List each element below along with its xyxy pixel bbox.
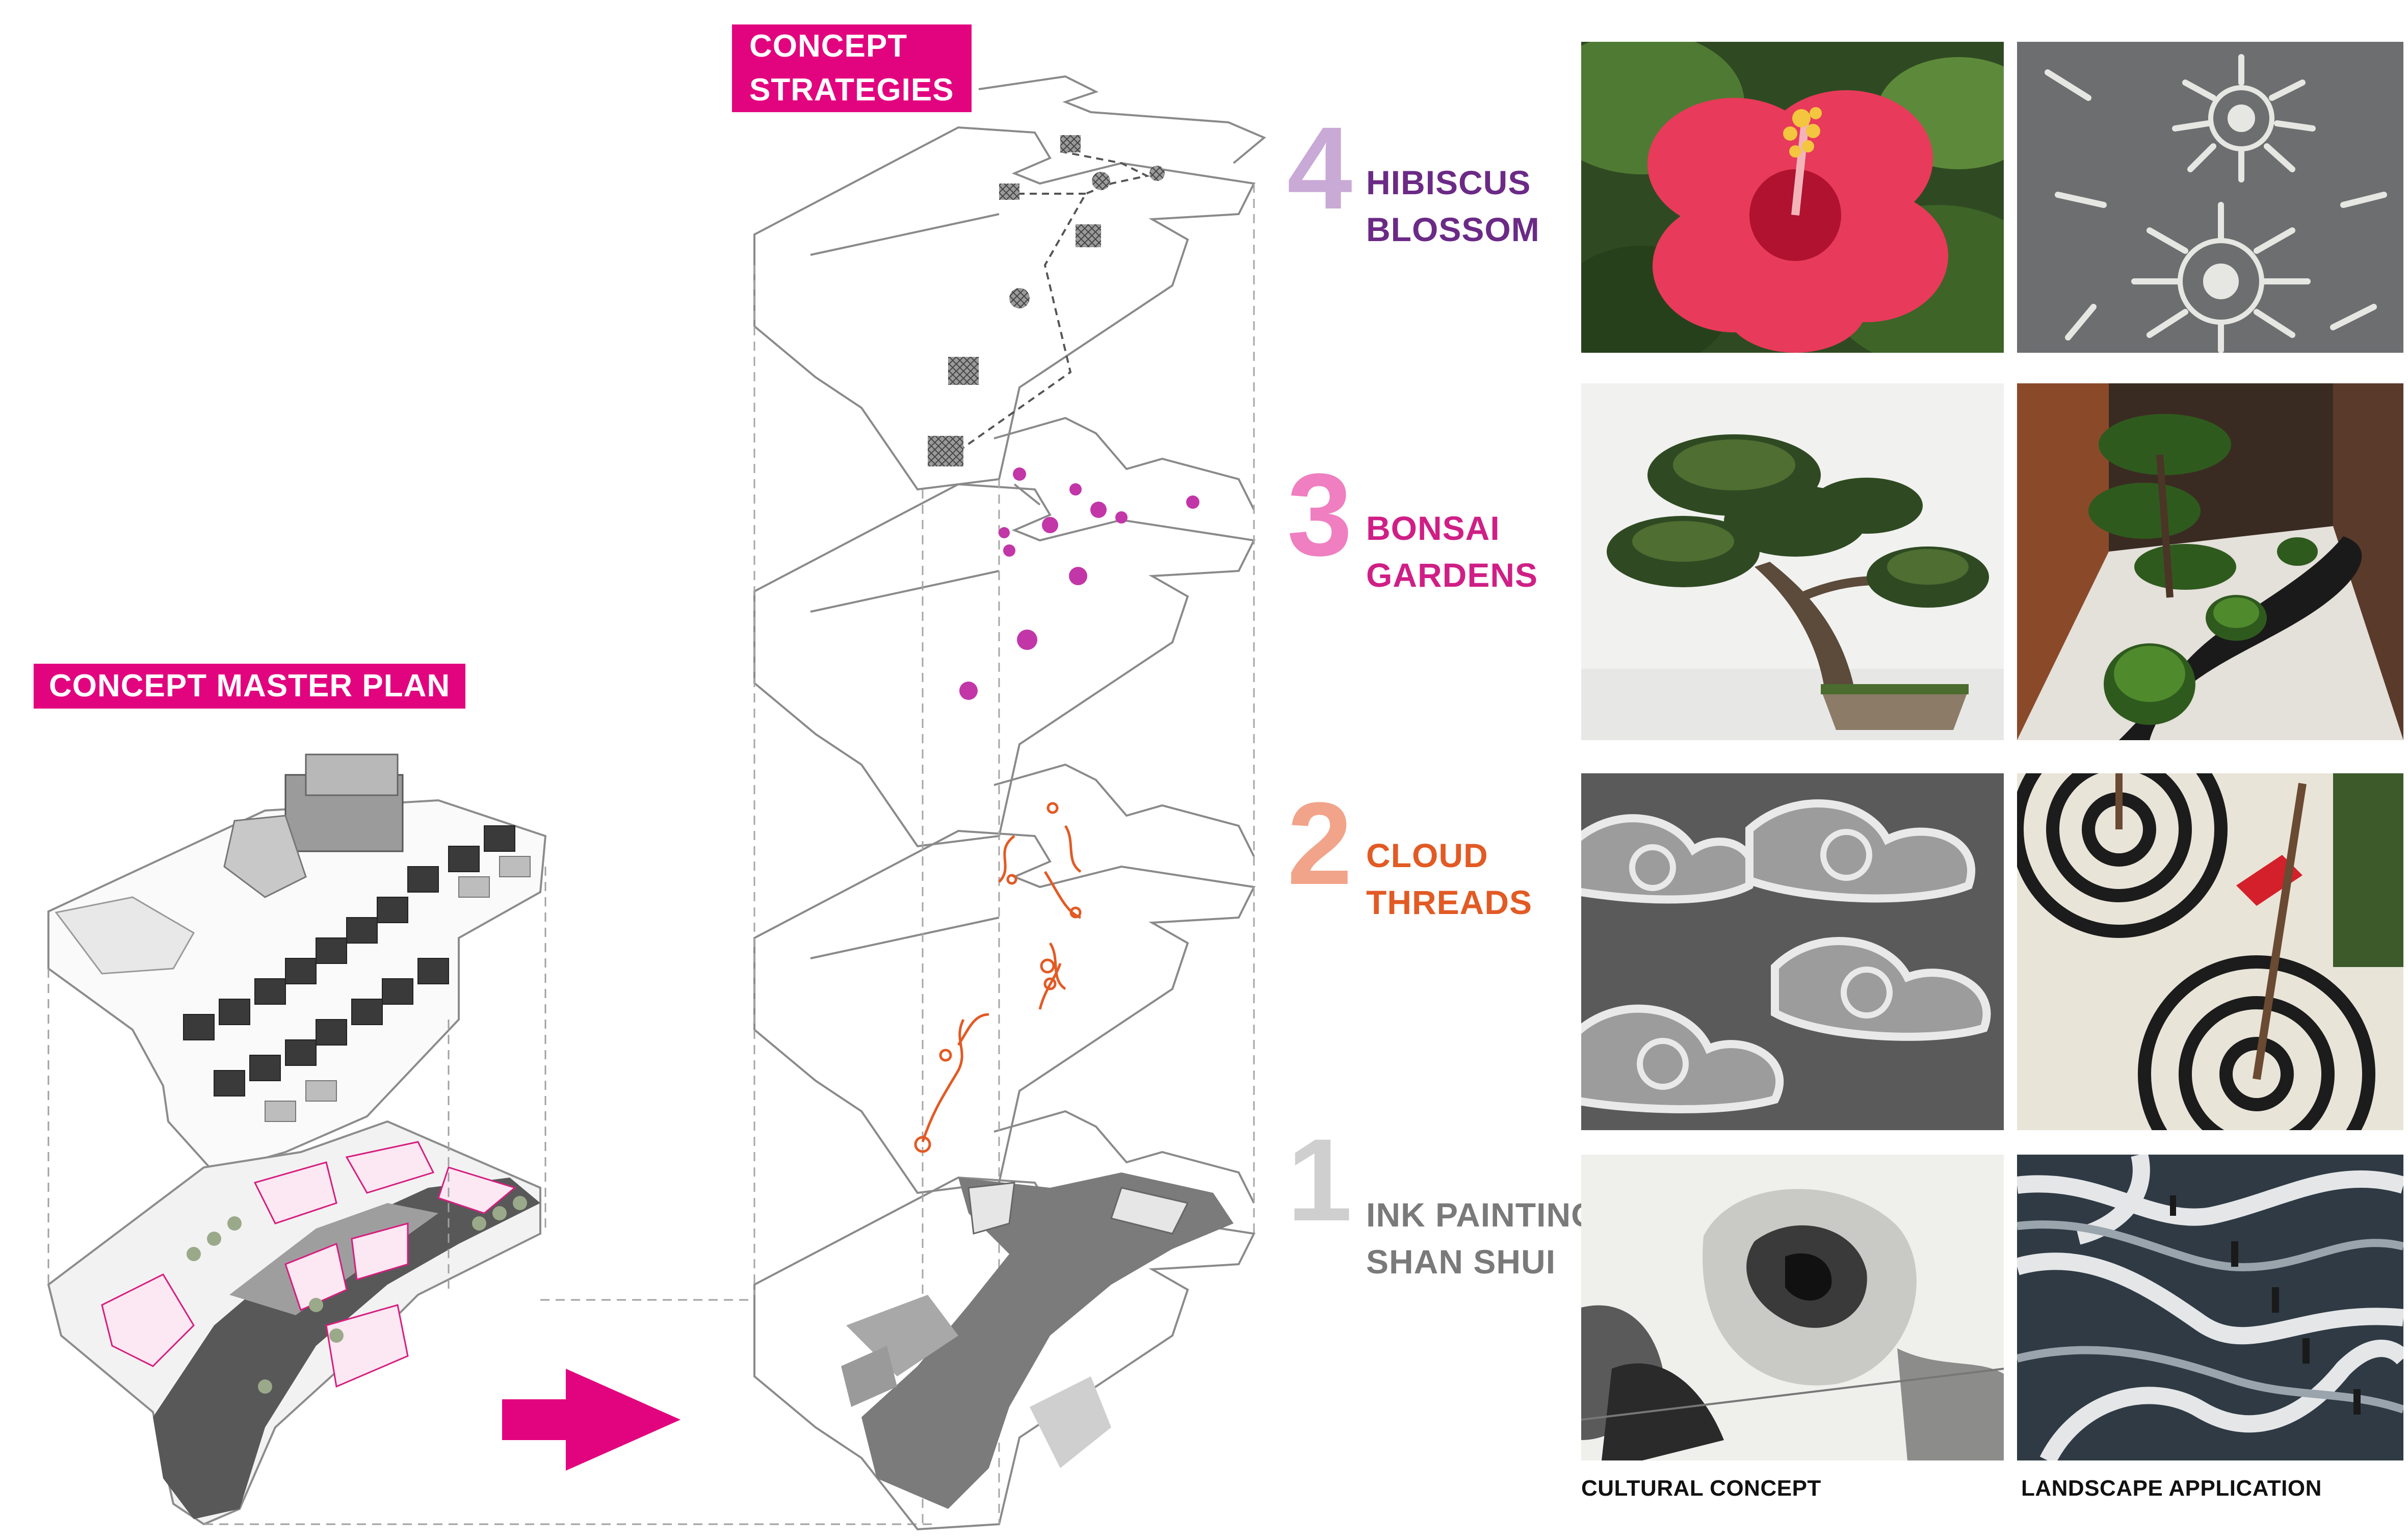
strategy-1-line1: INK PAINTING bbox=[1366, 1196, 1598, 1234]
master-plan-building-layer bbox=[47, 799, 547, 1174]
strategy-4-number: 4 bbox=[1287, 102, 1352, 233]
cloud-paving-photo bbox=[2017, 773, 2403, 1130]
layer-cloud bbox=[753, 829, 1256, 1194]
cloud-pattern-photo bbox=[1581, 773, 2004, 1130]
layer-bonsai bbox=[753, 483, 1256, 848]
strategy-3-line1: BONSAI bbox=[1366, 509, 1500, 547]
layer-hibiscus bbox=[753, 126, 1256, 491]
strategy-4-name: HIBISCUS BLOSSOM bbox=[1366, 159, 1540, 253]
strategy-4-line2: BLOSSOM bbox=[1366, 211, 1540, 248]
caption-cultural-concept: CULTURAL CONCEPT bbox=[1581, 1476, 1821, 1501]
hibiscus-markers bbox=[928, 135, 1165, 466]
strategy-1-name: INK PAINTING SHAN SHUI bbox=[1366, 1191, 1598, 1285]
cloud-thread-markers bbox=[914, 802, 1082, 1153]
arrow-icon bbox=[502, 1369, 680, 1471]
strategy-1-line2: SHAN SHUI bbox=[1366, 1243, 1556, 1281]
strategy-2-line1: CLOUD bbox=[1366, 837, 1488, 874]
hibiscus-photo bbox=[1581, 42, 2004, 353]
hibiscus-paving-photo bbox=[2017, 42, 2403, 353]
ink-painting-fill bbox=[841, 1172, 1234, 1509]
concept-master-plan-label: CONCEPT MASTER PLAN bbox=[34, 664, 466, 709]
bonsai-garden-photo bbox=[2017, 383, 2403, 740]
strategy-3-name: BONSAI GARDENS bbox=[1366, 505, 1538, 598]
concept-strategies-line1: CONCEPT bbox=[749, 29, 908, 64]
strategy-2-line2: THREADS bbox=[1366, 883, 1533, 921]
strategy-1-number: 1 bbox=[1287, 1114, 1352, 1245]
concept-strategies-label: CONCEPT STRATEGIES bbox=[732, 24, 972, 112]
bonsai-photo bbox=[1581, 383, 2004, 740]
concept-strategies-line2: STRATEGIES bbox=[749, 72, 954, 108]
strategy-4-line1: HIBISCUS bbox=[1366, 164, 1531, 201]
bonsai-markers bbox=[959, 467, 1199, 700]
strategy-2-number: 2 bbox=[1287, 778, 1352, 909]
caption-landscape-application: LANDSCAPE APPLICATION bbox=[2021, 1476, 2322, 1501]
master-plan-axonometric bbox=[47, 753, 938, 1526]
strategy-3-line2: GARDENS bbox=[1366, 556, 1538, 594]
strategy-3-number: 3 bbox=[1287, 449, 1352, 580]
strategy-2-name: CLOUD THREADS bbox=[1366, 832, 1532, 926]
ink-painting-photo bbox=[1581, 1155, 2004, 1460]
ink-paving-photo bbox=[2017, 1155, 2403, 1460]
